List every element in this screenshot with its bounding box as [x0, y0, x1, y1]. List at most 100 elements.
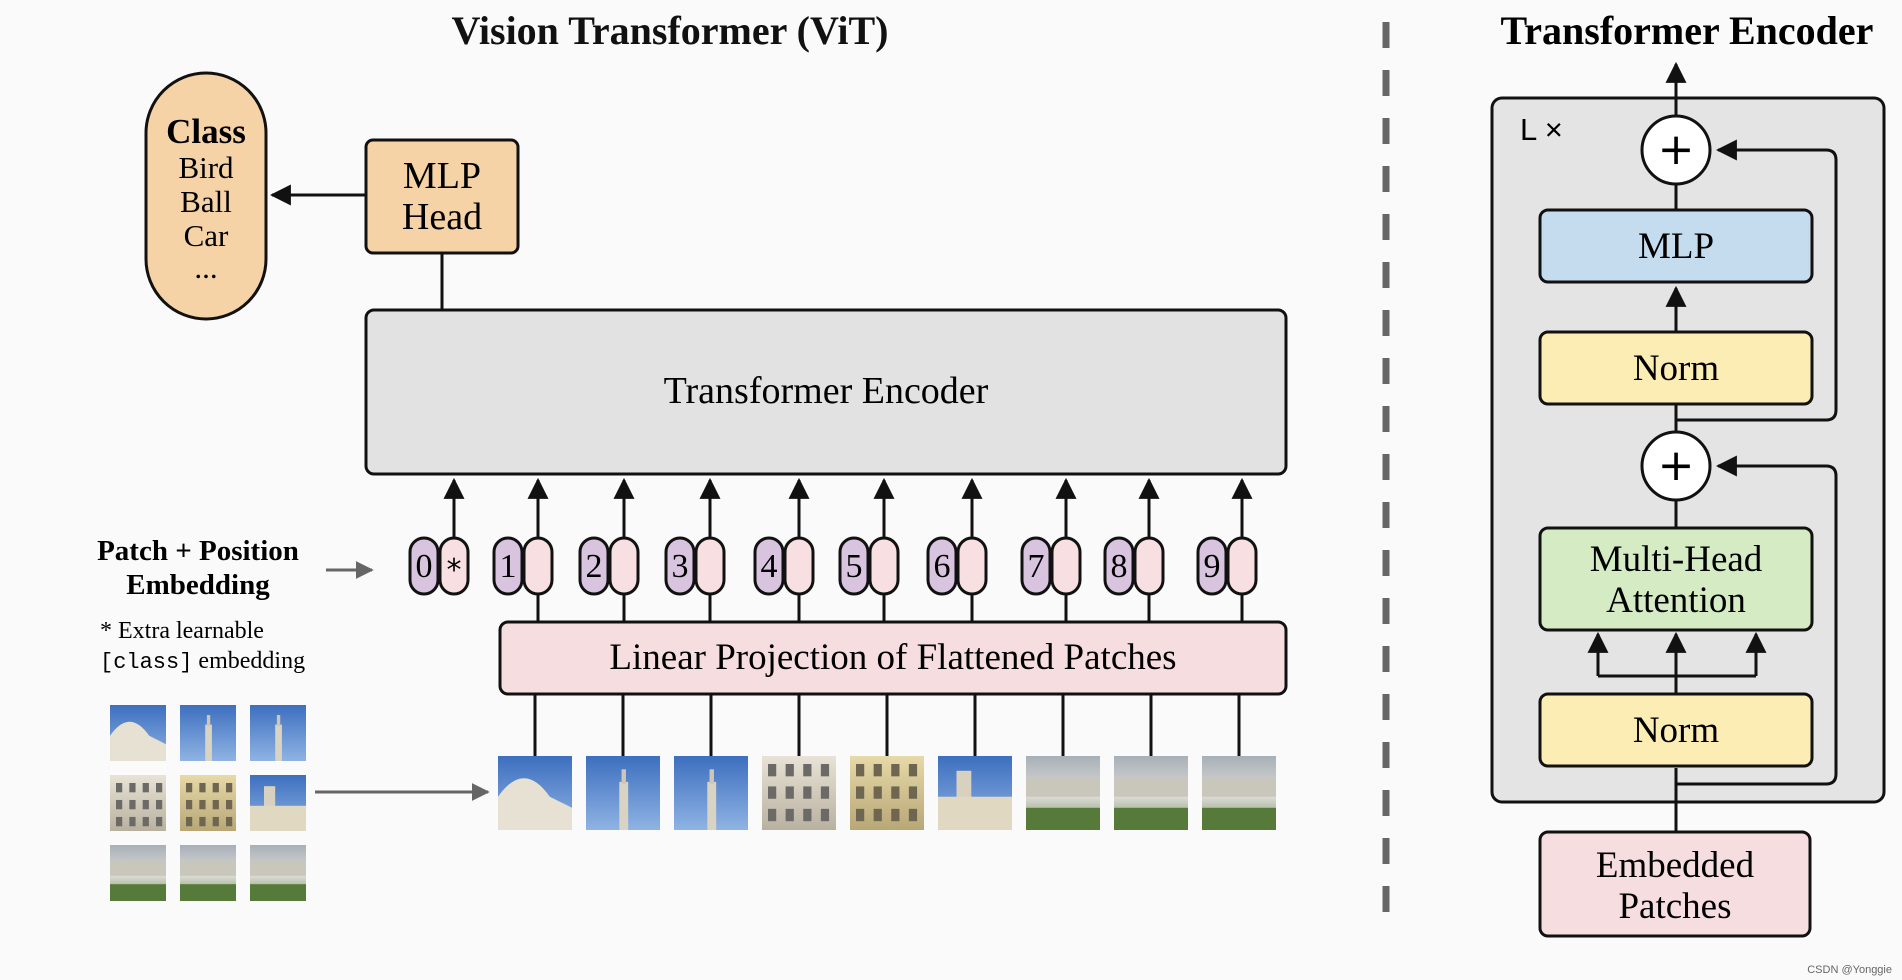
- flattened-patch-sequence: [498, 694, 1276, 830]
- patch-position-label-line2: Embedding: [126, 569, 270, 601]
- grid-patch-3: [250, 705, 306, 761]
- patch-position-label-line1: Patch + Position: [97, 535, 299, 567]
- sequence-patch-8: [1114, 756, 1188, 830]
- grid-patch-8: [180, 845, 236, 901]
- mha-line2: Attention: [1606, 580, 1746, 621]
- class-output-box: Class Bird Ball Car ...: [144, 71, 268, 321]
- token-index-label: 1: [500, 548, 517, 585]
- token-8: 8: [1103, 477, 1165, 622]
- position-embedding-pill: [1020, 536, 1052, 596]
- token-7: 7: [1020, 477, 1082, 622]
- grid-patch-1: [110, 705, 166, 761]
- patch-embedding-pill: [868, 536, 900, 596]
- class-title: Class: [166, 112, 246, 151]
- mlp-label: MLP: [1638, 226, 1714, 267]
- transformer-encoder-label: Transformer Encoder: [664, 370, 989, 412]
- sequence-patch-6: [938, 756, 1012, 830]
- token-index-label: 5: [846, 548, 863, 585]
- norm-top-box: Norm: [1538, 330, 1814, 406]
- embedded-line1: Embedded: [1596, 845, 1755, 886]
- embedding-word: embedding: [192, 648, 305, 674]
- extra-learnable-note-line1: * Extra learnable: [100, 618, 264, 644]
- class-token-marker: *: [447, 553, 462, 588]
- vit-title: Vision Transformer (ViT): [451, 8, 888, 53]
- token-2: 2: [578, 477, 640, 622]
- plus-1-label: +: [1658, 440, 1695, 491]
- position-embedding-pill: [1103, 536, 1135, 596]
- sequence-patch-7: [1026, 756, 1100, 830]
- grid-patch-9: [250, 845, 306, 901]
- linear-projection-box: Linear Projection of Flattened Patches: [498, 620, 1288, 696]
- residual-skip-2: [1676, 139, 1838, 422]
- patch-embedding-pill: [956, 536, 988, 596]
- mlp-head-line1: MLP: [403, 155, 481, 197]
- patch-embedding-pill: [1050, 536, 1082, 596]
- grid-patch-6: [250, 775, 306, 831]
- position-embedding-pill: [664, 536, 696, 596]
- class-item-ellipsis: ...: [194, 250, 217, 285]
- residual-add-2: +: [1640, 114, 1712, 186]
- sequence-patch-4: [762, 756, 836, 830]
- grid-patch-7: [110, 845, 166, 901]
- mlp-head-line2: Head: [402, 196, 482, 238]
- token-index-label: 2: [586, 548, 603, 585]
- grid-patch-4: [110, 775, 166, 831]
- token-index-label: 9: [1204, 548, 1221, 585]
- position-embedding-pill: [408, 536, 440, 596]
- sequence-patch-9: [1202, 756, 1276, 830]
- patch-embedding-pill: [522, 536, 554, 596]
- token-index-label: 6: [934, 548, 951, 585]
- patch-embedding-pill: [783, 536, 815, 596]
- sequence-patch-5: [850, 756, 924, 830]
- token-3: 3: [664, 477, 726, 622]
- encoder-title: Transformer Encoder: [1501, 8, 1874, 53]
- token-index-label: 7: [1028, 548, 1045, 585]
- norm-top-label: Norm: [1633, 348, 1720, 389]
- sequence-patch-1: [498, 756, 572, 830]
- multi-head-attention-box: Multi-Head Attention: [1538, 526, 1814, 632]
- patch-embedding-pill: [1226, 536, 1258, 596]
- grid-patch-5: [180, 775, 236, 831]
- class-item-bird: Bird: [178, 150, 234, 185]
- embedded-patches-box: Embedded Patches: [1538, 830, 1812, 938]
- mlp-box: MLP: [1538, 208, 1814, 284]
- image-patch-grid: [110, 705, 306, 901]
- class-item-car: Car: [184, 218, 229, 253]
- token-9: 9: [1196, 477, 1258, 622]
- norm-bottom-label: Norm: [1633, 710, 1720, 751]
- patch-embedding-pill: [1133, 536, 1165, 596]
- position-embedding-pill: [926, 536, 958, 596]
- transformer-encoder-box: Transformer Encoder: [364, 308, 1288, 476]
- watermark: CSDN @Yonggie: [1807, 964, 1892, 976]
- sequence-patch-3: [674, 756, 748, 830]
- plus-2-label: +: [1658, 124, 1695, 175]
- patch-embedding-pill: [694, 536, 726, 596]
- token-index-label: 4: [761, 548, 778, 585]
- token-5: 5: [838, 477, 900, 622]
- mlp-head-box: MLP Head: [364, 138, 520, 255]
- token-1: 1: [492, 477, 554, 622]
- extra-learnable-note-line2: [class] embedding: [100, 648, 305, 675]
- position-embedding-pill: [838, 536, 870, 596]
- position-embedding-pill: [578, 536, 610, 596]
- mha-line1: Multi-Head: [1590, 539, 1763, 580]
- patch-embedding-pill: [608, 536, 640, 596]
- linear-projection-label: Linear Projection of Flattened Patches: [609, 637, 1176, 678]
- position-embedding-pill: [753, 536, 785, 596]
- repeat-label: L ×: [1520, 112, 1563, 147]
- position-embedding-pill: [1196, 536, 1228, 596]
- token-index-label: 0: [416, 548, 433, 585]
- token-index-label: 8: [1111, 548, 1128, 585]
- class-item-ball: Ball: [180, 184, 232, 219]
- position-embedding-pill: [492, 536, 524, 596]
- norm-bottom-box: Norm: [1538, 692, 1814, 768]
- token-6: 6: [926, 477, 988, 622]
- embedded-line2: Patches: [1618, 886, 1731, 927]
- grid-patch-2: [180, 705, 236, 761]
- residual-add-1: +: [1640, 430, 1712, 502]
- token-0: 0*: [408, 477, 470, 596]
- token-index-label: 3: [672, 548, 689, 585]
- residual-skip-1: [1676, 455, 1838, 786]
